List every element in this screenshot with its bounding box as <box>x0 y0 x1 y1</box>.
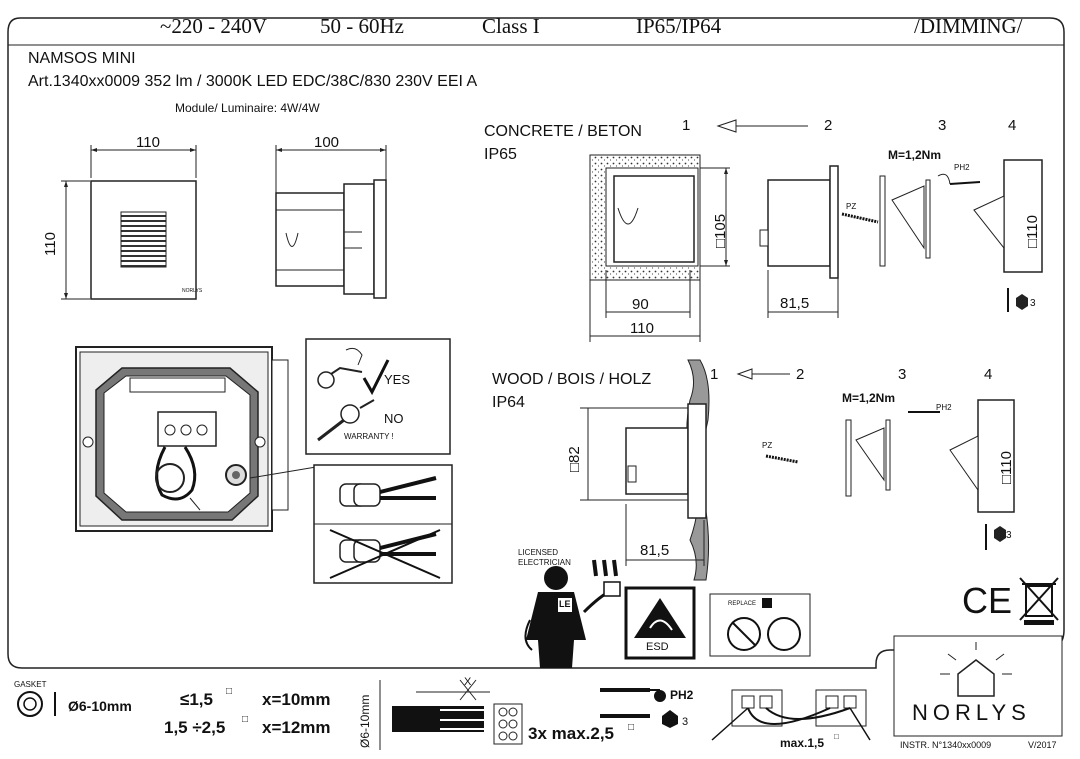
cable-diameter: Ø6-10mm <box>68 698 132 714</box>
strip-small-square: □ <box>226 686 233 697</box>
terminal-capacity: 3x max.2,5 <box>528 724 615 743</box>
wood-hex-size: 3 <box>1006 530 1012 541</box>
product-name: NAMSOS MINI <box>28 50 136 67</box>
ce-mark: CE <box>962 580 1013 621</box>
esd-label: ESD <box>646 641 669 653</box>
loop-max: max.1,5 <box>780 736 825 750</box>
esd-icon <box>624 586 696 660</box>
wood-screw-type: PZ <box>762 441 773 450</box>
wood-installation-drawing <box>580 359 1015 581</box>
warranty-yes: YES <box>384 372 411 387</box>
concrete-screwdriver: PH2 <box>954 163 970 172</box>
footer-drawings <box>17 679 871 750</box>
concrete-torque: M=1,2Nm <box>888 148 942 162</box>
electrician-badge: LE <box>559 599 571 609</box>
header-class: Class I <box>482 14 540 38</box>
strip-small-length: x=10mm <box>262 690 331 709</box>
brand-name: NORLYS <box>912 700 1031 725</box>
concrete-step-2: 2 <box>824 117 833 134</box>
concrete-dim-inner: 90 <box>632 296 649 313</box>
front-brand-mark: NORLYS <box>182 288 203 294</box>
concrete-box-height: □105 <box>712 213 729 248</box>
concrete-step-1: 1 <box>682 117 691 134</box>
product-article: Art.1340xx0009 352 lm / 3000K LED EDC/38… <box>28 73 478 90</box>
wood-dim-depth: 81,5 <box>640 542 670 559</box>
norlys-logo <box>893 635 1063 737</box>
connector-detail-panel <box>313 464 453 584</box>
loop-square: □ <box>834 732 839 741</box>
cable-diameter-vertical: Ø6-10mm <box>358 694 372 748</box>
concrete-screw-type: PZ <box>846 202 857 211</box>
version: V/2017 <box>1028 740 1057 750</box>
wood-screwdriver: PH2 <box>936 403 952 412</box>
warranty-panel <box>305 338 451 455</box>
electrician-figure <box>524 559 621 668</box>
footer-hex: 3 <box>682 716 689 728</box>
concrete-ip: IP65 <box>484 146 517 163</box>
gasket-label: GASKET <box>14 680 47 689</box>
strip-x-label: X <box>464 676 472 688</box>
strip-small-range: ≤1,5 <box>180 690 213 709</box>
warranty-note: WARRANTY ! <box>344 432 394 441</box>
concrete-dim-outer: 110 <box>630 320 654 337</box>
warranty-no: NO <box>384 411 404 426</box>
wood-box-height: □82 <box>566 446 583 472</box>
concrete-title: CONCRETE / BETON <box>484 123 642 140</box>
wood-step-1: 1 <box>710 366 719 383</box>
header-frequency: 50 - 60Hz <box>320 14 404 38</box>
front-view-drawing <box>61 145 197 300</box>
wood-title: WOOD / BOIS / HOLZ <box>492 371 652 388</box>
terminal-square: □ <box>628 722 635 733</box>
wood-ip: IP64 <box>492 394 525 411</box>
side-view-drawing <box>275 145 387 299</box>
instr-number: INSTR. N°1340xx0009 <box>900 740 992 750</box>
concrete-dim-depth: 81,5 <box>780 295 810 312</box>
side-depth-label: 100 <box>314 134 340 151</box>
front-width-label: 110 <box>136 134 160 151</box>
sheet-frame <box>7 17 1065 669</box>
wood-step-3: 3 <box>898 366 907 383</box>
footer-ph2: PH2 <box>670 688 694 702</box>
weee-bin-icon <box>1019 577 1059 625</box>
wood-torque: M=1,2Nm <box>842 391 896 405</box>
replace-label: REPLACE <box>728 601 757 607</box>
wiring-box-drawing <box>75 346 323 532</box>
concrete-installation-drawing <box>589 119 1043 342</box>
concrete-hex-size: 3 <box>1030 298 1036 309</box>
header-dimming: /DIMMING/ <box>914 14 1023 38</box>
wood-cover-size: □110 <box>998 451 1015 484</box>
wood-step-4: 4 <box>984 366 993 383</box>
header-voltage: ~220 - 240V <box>160 14 268 38</box>
concrete-step-3: 3 <box>938 117 947 134</box>
electrician-label: ELECTRICIAN <box>518 558 571 567</box>
product-power: Module/ Luminaire: 4W/4W <box>175 101 320 115</box>
wood-step-2: 2 <box>796 366 805 383</box>
strip-large-range: 1,5 ÷2,5 <box>164 718 226 737</box>
concrete-cover-size: □110 <box>1024 215 1041 248</box>
strip-large-length: x=12mm <box>262 718 331 737</box>
header-ip-rating: IP65/IP64 <box>636 14 722 38</box>
replace-icon <box>709 593 811 657</box>
strip-large-square: □ <box>242 714 249 725</box>
front-height-label: 110 <box>42 232 59 256</box>
licensed-label: LICENSED <box>518 548 559 557</box>
concrete-step-4: 4 <box>1008 117 1017 134</box>
